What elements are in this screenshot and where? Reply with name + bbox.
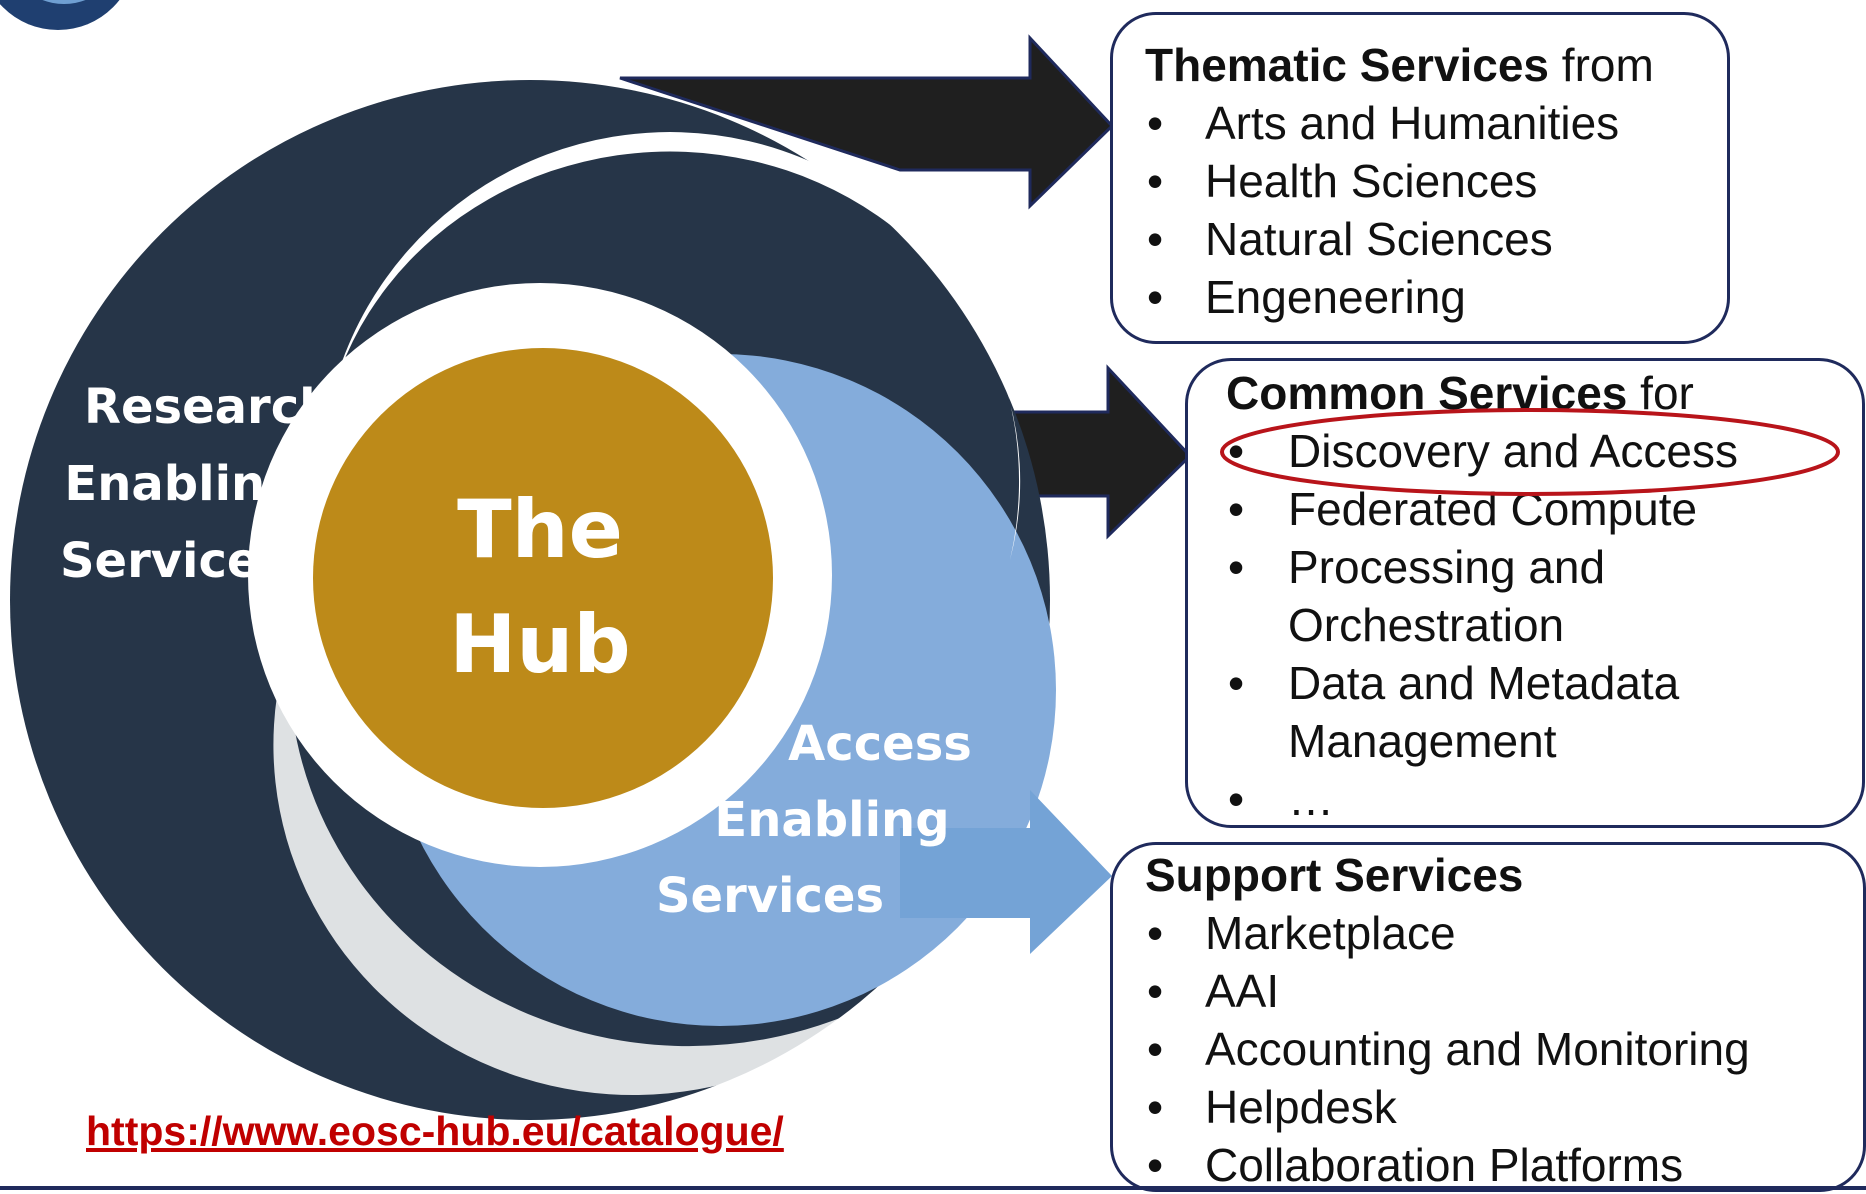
common-title-bold: Common Services [1226,367,1628,419]
common-title-rest: for [1627,367,1694,419]
thematic-services-content: Thematic Services from Arts and Humaniti… [1145,36,1654,326]
catalogue-link[interactable]: https://www.eosc-hub.eu/catalogue/ [86,1108,784,1154]
list-item-continuation: Management [1288,715,1557,767]
thematic-title-rest: from [1549,39,1654,91]
thematic-services-list: Arts and Humanities Health Sciences Natu… [1145,94,1654,326]
support-title-bold: Support Services [1145,849,1524,901]
list-item: … [1226,770,1738,828]
list-item: Natural Sciences [1145,210,1654,268]
research-label-line2: Enabling [64,456,300,512]
logo-fragment-icon [0,0,120,30]
access-label-line2: Enabling [714,792,950,848]
list-item: Marketplace [1145,904,1750,962]
list-item: Engeneering [1145,268,1654,326]
bottom-divider [0,1186,1866,1190]
list-item: Health Sciences [1145,152,1654,210]
thematic-services-title: Thematic Services from [1145,36,1654,94]
list-item: Accounting and Monitoring [1145,1020,1750,1078]
arrow-to-thematic [619,34,1115,210]
support-services-content: Support Services Marketplace AAI Account… [1145,846,1750,1194]
common-services-list: Discovery and Access Federated Compute P… [1226,422,1738,828]
hub-label-line1: The [457,483,623,576]
research-label-line1: Research [84,379,334,435]
white-swirl-lower [273,640,881,1095]
hub-label-line2: Hub [449,598,631,691]
list-item-continuation: Orchestration [1288,599,1565,651]
list-item: AAI [1145,962,1750,1020]
list-item: Helpdesk [1145,1078,1750,1136]
list-item: Federated Compute [1226,480,1738,538]
list-item: Processing and [1226,538,1738,596]
access-label-line1: Access [788,716,972,772]
list-item: Arts and Humanities [1145,94,1654,152]
hub-circle [313,348,773,808]
thematic-title-bold: Thematic Services [1145,39,1550,91]
research-label: Research Enabling Services [24,379,334,614]
common-services-content: Common Services for Discovery and Access… [1226,364,1738,828]
arrow-to-support [900,790,1112,954]
list-item: Data and Metadata [1226,654,1738,712]
common-services-title: Common Services for [1226,364,1738,422]
list-item: Discovery and Access [1226,422,1738,480]
access-label: Access Enabling Services [656,716,980,948]
access-label-line3: Services [655,868,885,924]
support-services-list: Marketplace AAI Accounting and Monitorin… [1145,904,1750,1194]
research-label-line3: Services [59,533,289,589]
support-services-title: Support Services [1145,846,1750,904]
hub-label: The Hub [420,490,660,720]
list-item: Collaboration Platforms [1145,1136,1750,1194]
